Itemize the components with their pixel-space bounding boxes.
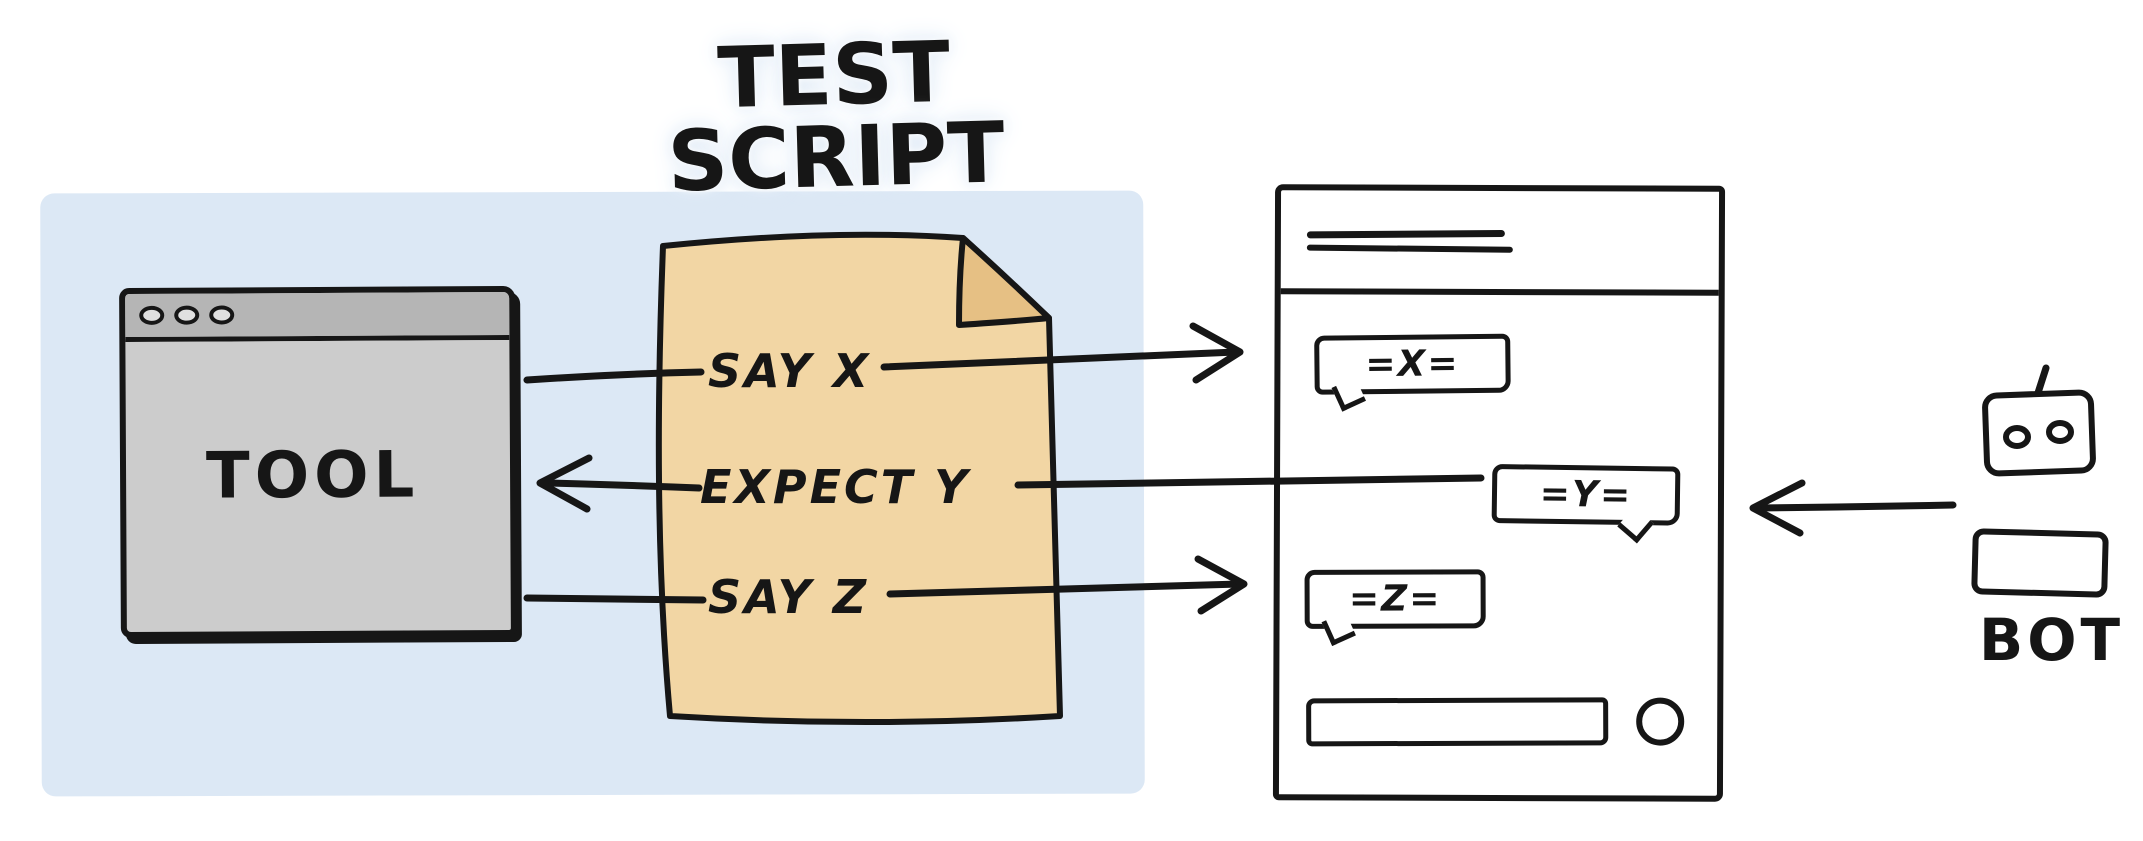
bot-eye-icon xyxy=(2046,420,2074,444)
chat-bubble-x: =X= xyxy=(1314,333,1511,412)
bot-eye-icon xyxy=(2003,425,2031,449)
chat-window: =X= =Y= =Z= xyxy=(1272,184,1726,802)
chat-input xyxy=(1306,697,1609,747)
tool-label: TOOL xyxy=(205,438,420,514)
arrow-bot-to-chat xyxy=(1749,479,1957,537)
bubble-tail xyxy=(1331,377,1366,412)
bot-antenna-icon xyxy=(2033,364,2050,400)
chat-bubble-text: =Z= xyxy=(1348,578,1442,620)
chat-bubble-z: =Z= xyxy=(1304,569,1486,647)
chat-header xyxy=(1280,190,1720,296)
bot-label: BOT xyxy=(1979,606,2125,674)
tool-window: TOOL xyxy=(119,285,517,639)
script-step-expect-y: EXPECT Y xyxy=(700,460,971,514)
send-button-icon xyxy=(1636,697,1685,746)
bot-head-icon xyxy=(1982,389,2096,477)
window-control-icon xyxy=(139,305,165,325)
window-control-icon xyxy=(174,305,200,325)
script-step-say-x: SAY X xyxy=(708,344,872,398)
bot-icon xyxy=(1971,364,2109,598)
title-line-2: SCRIPT xyxy=(666,103,1006,211)
chat-header-line xyxy=(1306,244,1513,253)
chat-header-line xyxy=(1306,229,1505,239)
chat-bubble-text: =X= xyxy=(1365,343,1460,386)
bot-body-icon xyxy=(1971,528,2109,598)
window-control-icon xyxy=(209,305,235,325)
chat-bubble-y: =Y= xyxy=(1491,463,1681,544)
tool-window-titlebar xyxy=(125,291,510,343)
diagram-title: TEST SCRIPT xyxy=(608,23,1062,211)
chat-bubble-text: =Y= xyxy=(1539,473,1633,516)
script-step-say-z: SAY Z xyxy=(708,570,870,624)
